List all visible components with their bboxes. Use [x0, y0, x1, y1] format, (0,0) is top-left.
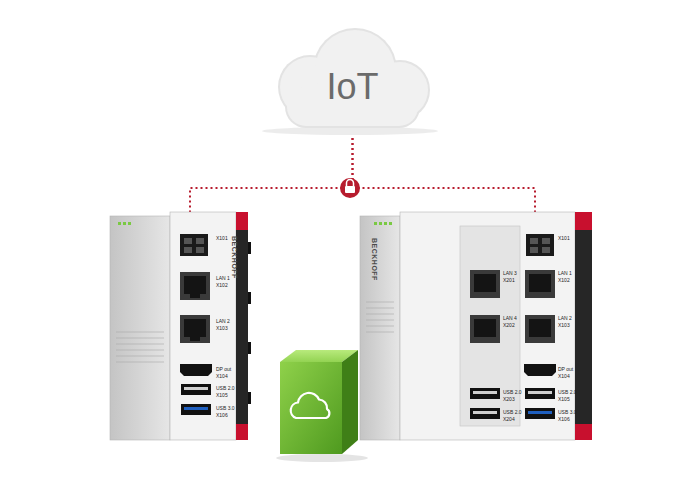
port-label: X103 [216, 325, 228, 331]
port-label: LAN 2 [216, 318, 230, 324]
port-label: LAN 3 [503, 270, 517, 276]
cloud-title: IoT [326, 67, 378, 107]
port-label: X105 [558, 396, 570, 402]
port-label: X105 [216, 392, 228, 398]
port-label: LAN 4 [503, 315, 517, 321]
port-label: X106 [216, 412, 228, 418]
port-label: X101 [558, 235, 570, 241]
port-label: X104 [558, 373, 570, 379]
port-label: USB 2.0 [216, 385, 235, 391]
port-label: X101 [216, 235, 228, 241]
dotted-link [353, 128, 536, 212]
port-label: X103 [558, 322, 570, 328]
port-label: USB 2.0 [503, 389, 522, 395]
port-label: LAN 2 [558, 315, 572, 321]
port-label: X203 [503, 396, 515, 402]
port-label: USB 3.0 [216, 405, 235, 411]
port-label: X202 [503, 322, 515, 328]
port-label: X106 [558, 416, 570, 422]
cloud-node: IoT [285, 40, 420, 128]
controller-right [360, 212, 592, 440]
port-label: LAN 1 [216, 275, 230, 281]
port-label: LAN 1 [558, 270, 572, 276]
port-label: DP out [216, 366, 231, 372]
port-label: X201 [503, 277, 515, 283]
port-label: USB 2.0 [503, 409, 522, 415]
port-label: X104 [216, 373, 228, 379]
port-label: DP out [558, 366, 573, 372]
port-label: USB 2.0 [558, 389, 577, 395]
cloud-cube [276, 350, 368, 462]
controller-node: BECKHOFF [360, 212, 592, 442]
port-label: USB 3.0 [558, 409, 577, 415]
cloud-shape [262, 28, 438, 135]
brand-name: BECKHOFF [371, 238, 378, 281]
lock-icon [340, 178, 360, 198]
port-label: X204 [503, 416, 515, 422]
dotted-link [190, 128, 353, 212]
controller-left [110, 212, 251, 440]
port-label: X102 [558, 277, 570, 283]
brand-name: BECKHOFF [231, 236, 238, 279]
port-label: X102 [216, 282, 228, 288]
